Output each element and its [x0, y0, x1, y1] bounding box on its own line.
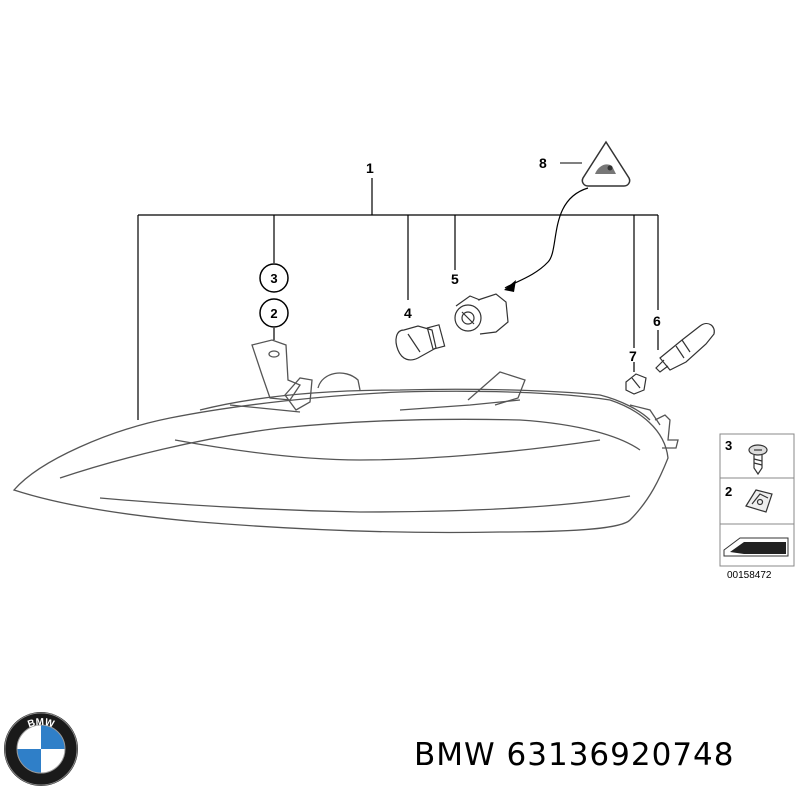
callout-4: 4 — [404, 305, 412, 321]
svg-text:BMW: BMW — [26, 717, 56, 731]
arrow-8-to-5 — [504, 162, 589, 292]
callout-7: 7 — [629, 348, 637, 364]
callout-3: 3 — [270, 271, 277, 286]
callout-6: 6 — [653, 313, 661, 329]
bulb-part-6 — [655, 322, 715, 373]
caption-part-number: 63136920748 — [506, 737, 735, 773]
legend-panel: 3 2 00158472 — [719, 433, 795, 581]
warning-triangle-icon — [581, 140, 631, 187]
caption-brand: BMW — [414, 737, 496, 773]
callout-1: 1 — [366, 160, 374, 176]
circled-callout-2: 2 — [259, 298, 289, 328]
legend-item-2: 2 — [725, 484, 732, 499]
screw-icon — [748, 444, 768, 476]
caption: BMW 63136920748 — [414, 737, 735, 773]
callout-5: 5 — [451, 271, 459, 287]
socket-part-7 — [625, 373, 647, 395]
bulb-part-4 — [395, 324, 446, 361]
callout-8: 8 — [539, 155, 547, 171]
leader-lines — [137, 178, 659, 420]
circled-callout-3: 3 — [259, 263, 289, 293]
bmw-logo: BMW — [4, 712, 78, 786]
wedge-arrow-icon — [723, 537, 789, 557]
clip-nut-icon — [745, 489, 773, 513]
socket-part-5 — [454, 293, 509, 335]
headlight-housing — [12, 339, 679, 534]
legend-item-3: 3 — [725, 438, 732, 453]
diagram-code: 00158472 — [727, 570, 772, 581]
callout-2: 2 — [270, 306, 277, 321]
